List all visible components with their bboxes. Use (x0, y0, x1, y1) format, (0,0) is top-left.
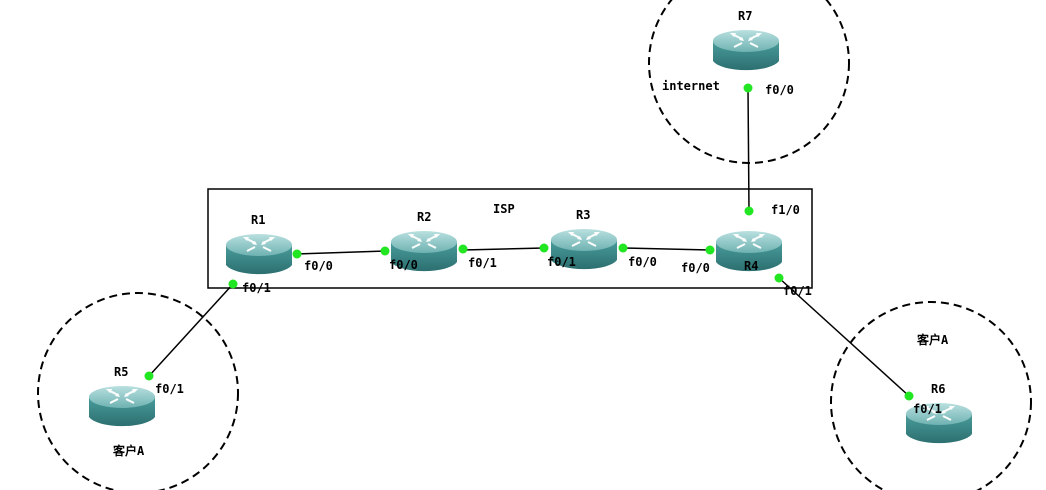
r1-f01-port[interactable] (228, 279, 238, 289)
router-r6-label: R6 (931, 382, 946, 396)
r4-f00-port[interactable] (705, 245, 715, 255)
r2-f01-port[interactable] (458, 244, 468, 254)
router-r5[interactable] (88, 385, 156, 428)
link-r1-r5[interactable] (148, 283, 234, 377)
router-r1[interactable] (225, 233, 293, 276)
internet-label: internet (662, 79, 720, 93)
r2-f00-port[interactable] (380, 246, 390, 256)
r4-f01-label: f0/1 (783, 284, 812, 298)
link-r4-r6[interactable] (778, 277, 910, 397)
router-r3-label: R3 (576, 208, 591, 222)
r4-f00-label: f0/0 (681, 261, 710, 275)
isp-label: ISP (493, 202, 515, 216)
isp-boundary (207, 188, 813, 289)
r7-f00-port[interactable] (743, 83, 753, 93)
r3-f00-label: f0/0 (628, 255, 657, 269)
customer-left-label: 客户A (113, 444, 145, 458)
r1-f00-port[interactable] (292, 249, 302, 259)
r5-f01-label: f0/1 (155, 382, 184, 396)
customer-left-boundary (37, 292, 239, 490)
r6-f01-port[interactable] (904, 391, 914, 401)
r3-f01-port[interactable] (539, 243, 549, 253)
r7-f00-label: f0/0 (765, 83, 794, 97)
router-r4-label: R4 (744, 259, 759, 273)
customer-right-boundary (830, 301, 1032, 490)
r3-f00-port[interactable] (618, 243, 628, 253)
r4-f10-label: f1/0 (771, 203, 800, 217)
r1-f01-label: f0/1 (242, 281, 271, 295)
link-r4-r7[interactable] (747, 87, 750, 212)
r5-f01-port[interactable] (144, 371, 154, 381)
router-r1-label: R1 (251, 213, 266, 227)
router-r5-label: R5 (114, 365, 129, 379)
router-r7[interactable] (712, 29, 780, 72)
r4-f01-port[interactable] (774, 273, 784, 283)
router-r2-label: R2 (417, 210, 432, 224)
r6-f01-label: f0/1 (913, 402, 942, 416)
r1-f00-label: f0/0 (304, 259, 333, 273)
r2-f01-label: f0/1 (468, 256, 497, 270)
r3-f01-label: f0/1 (547, 255, 576, 269)
r2-f00-label: f0/0 (389, 258, 418, 272)
link-r2-r3[interactable] (462, 247, 545, 251)
link-r1-r2[interactable] (295, 250, 385, 255)
customer-right-label: 客户A (917, 333, 949, 347)
link-r3-r4[interactable] (622, 247, 711, 251)
r4-f10-port[interactable] (744, 206, 754, 216)
router-r7-label: R7 (738, 9, 753, 23)
